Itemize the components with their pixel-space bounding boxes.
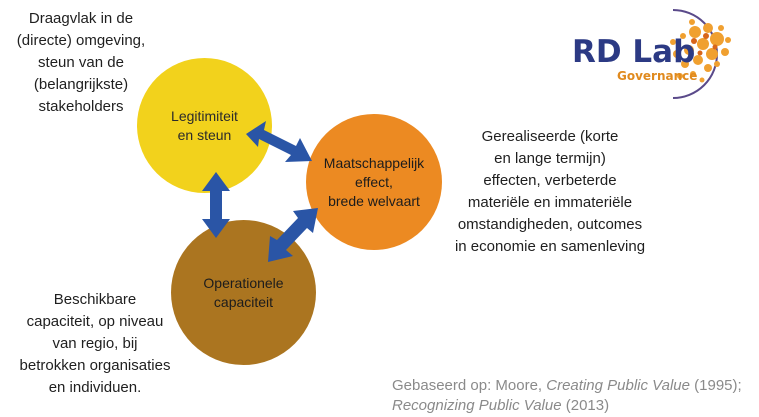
- logo-subtitle: Governance: [617, 69, 698, 83]
- citation-suffix: (2013): [561, 397, 610, 414]
- legitimacy-node: Legitimiteit en steun: [137, 58, 272, 193]
- citation-book-2: Recognizing Public Value: [392, 397, 562, 414]
- rd-lab-logo: [670, 9, 731, 99]
- legitimacy-node-label: Legitimiteit en steun: [171, 107, 238, 143]
- effect-node: Maatschappelijk effect, brede welvaart: [306, 114, 442, 250]
- citation: Gebaseerd op: Moore, Creating Public Val…: [392, 376, 742, 416]
- effect-node-label: Maatschappelijk effect, brede welvaart: [323, 154, 425, 209]
- citation-mid: (1995);: [689, 377, 742, 394]
- arrow-effect-operational: [268, 208, 318, 262]
- citation-book-1: Creating Public Value: [546, 377, 690, 394]
- legitimacy-note: Draagvlak in de (directe) omgeving, steu…: [16, 10, 146, 115]
- arrow-legitimacy-effect: [246, 121, 312, 162]
- operational-node: Operationele capaciteit: [171, 220, 316, 365]
- operational-note: Beschikbare capaciteit, op niveau van re…: [19, 291, 171, 396]
- logo-title: RD Lab: [572, 34, 696, 70]
- operational-node-label: Operationele capaciteit: [203, 274, 284, 310]
- effect-note: Gerealiseerde (korte en lange termijn) e…: [454, 128, 646, 255]
- citation-prefix: Gebaseerd op: Moore,: [392, 377, 547, 394]
- arrow-legitimacy-operational: [202, 172, 230, 238]
